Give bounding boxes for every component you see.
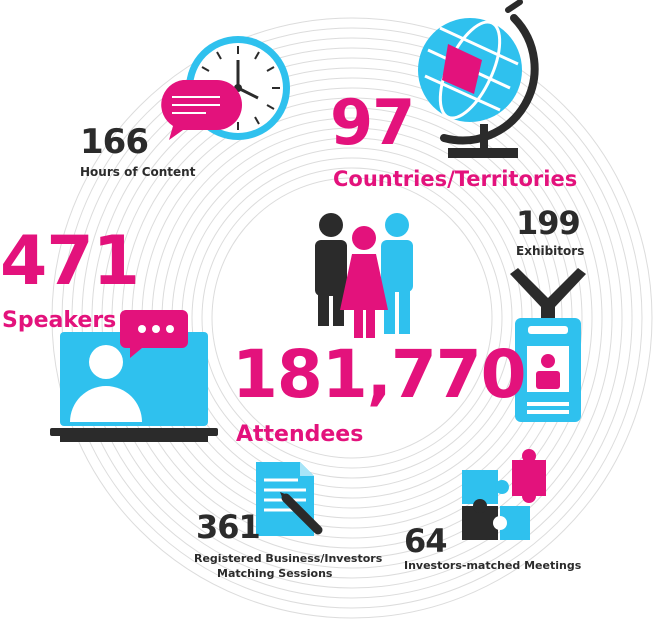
attendees-value: 181,770 [232, 336, 527, 413]
countries-value: 97 [330, 86, 415, 159]
countries-label: Countries/Territories [333, 167, 578, 191]
speakers-label: Speakers [2, 308, 117, 333]
sessions-label-line2: Matching Sessions [217, 567, 333, 580]
meetings-value: 64 [404, 522, 448, 560]
exhibitors-label: Exhibitors [516, 244, 585, 258]
hours-label: Hours of Content [80, 165, 196, 179]
sessions-value: 361 [196, 508, 261, 546]
speakers-value: 471 [0, 222, 140, 301]
exhibitors-value: 199 [516, 204, 581, 242]
attendees-label: Attendees [236, 422, 364, 447]
hours-value: 166 [80, 122, 149, 162]
meetings-label: Investors-matched Meetings [404, 559, 582, 572]
sessions-label-line1: Registered Business/Investors [194, 552, 383, 565]
